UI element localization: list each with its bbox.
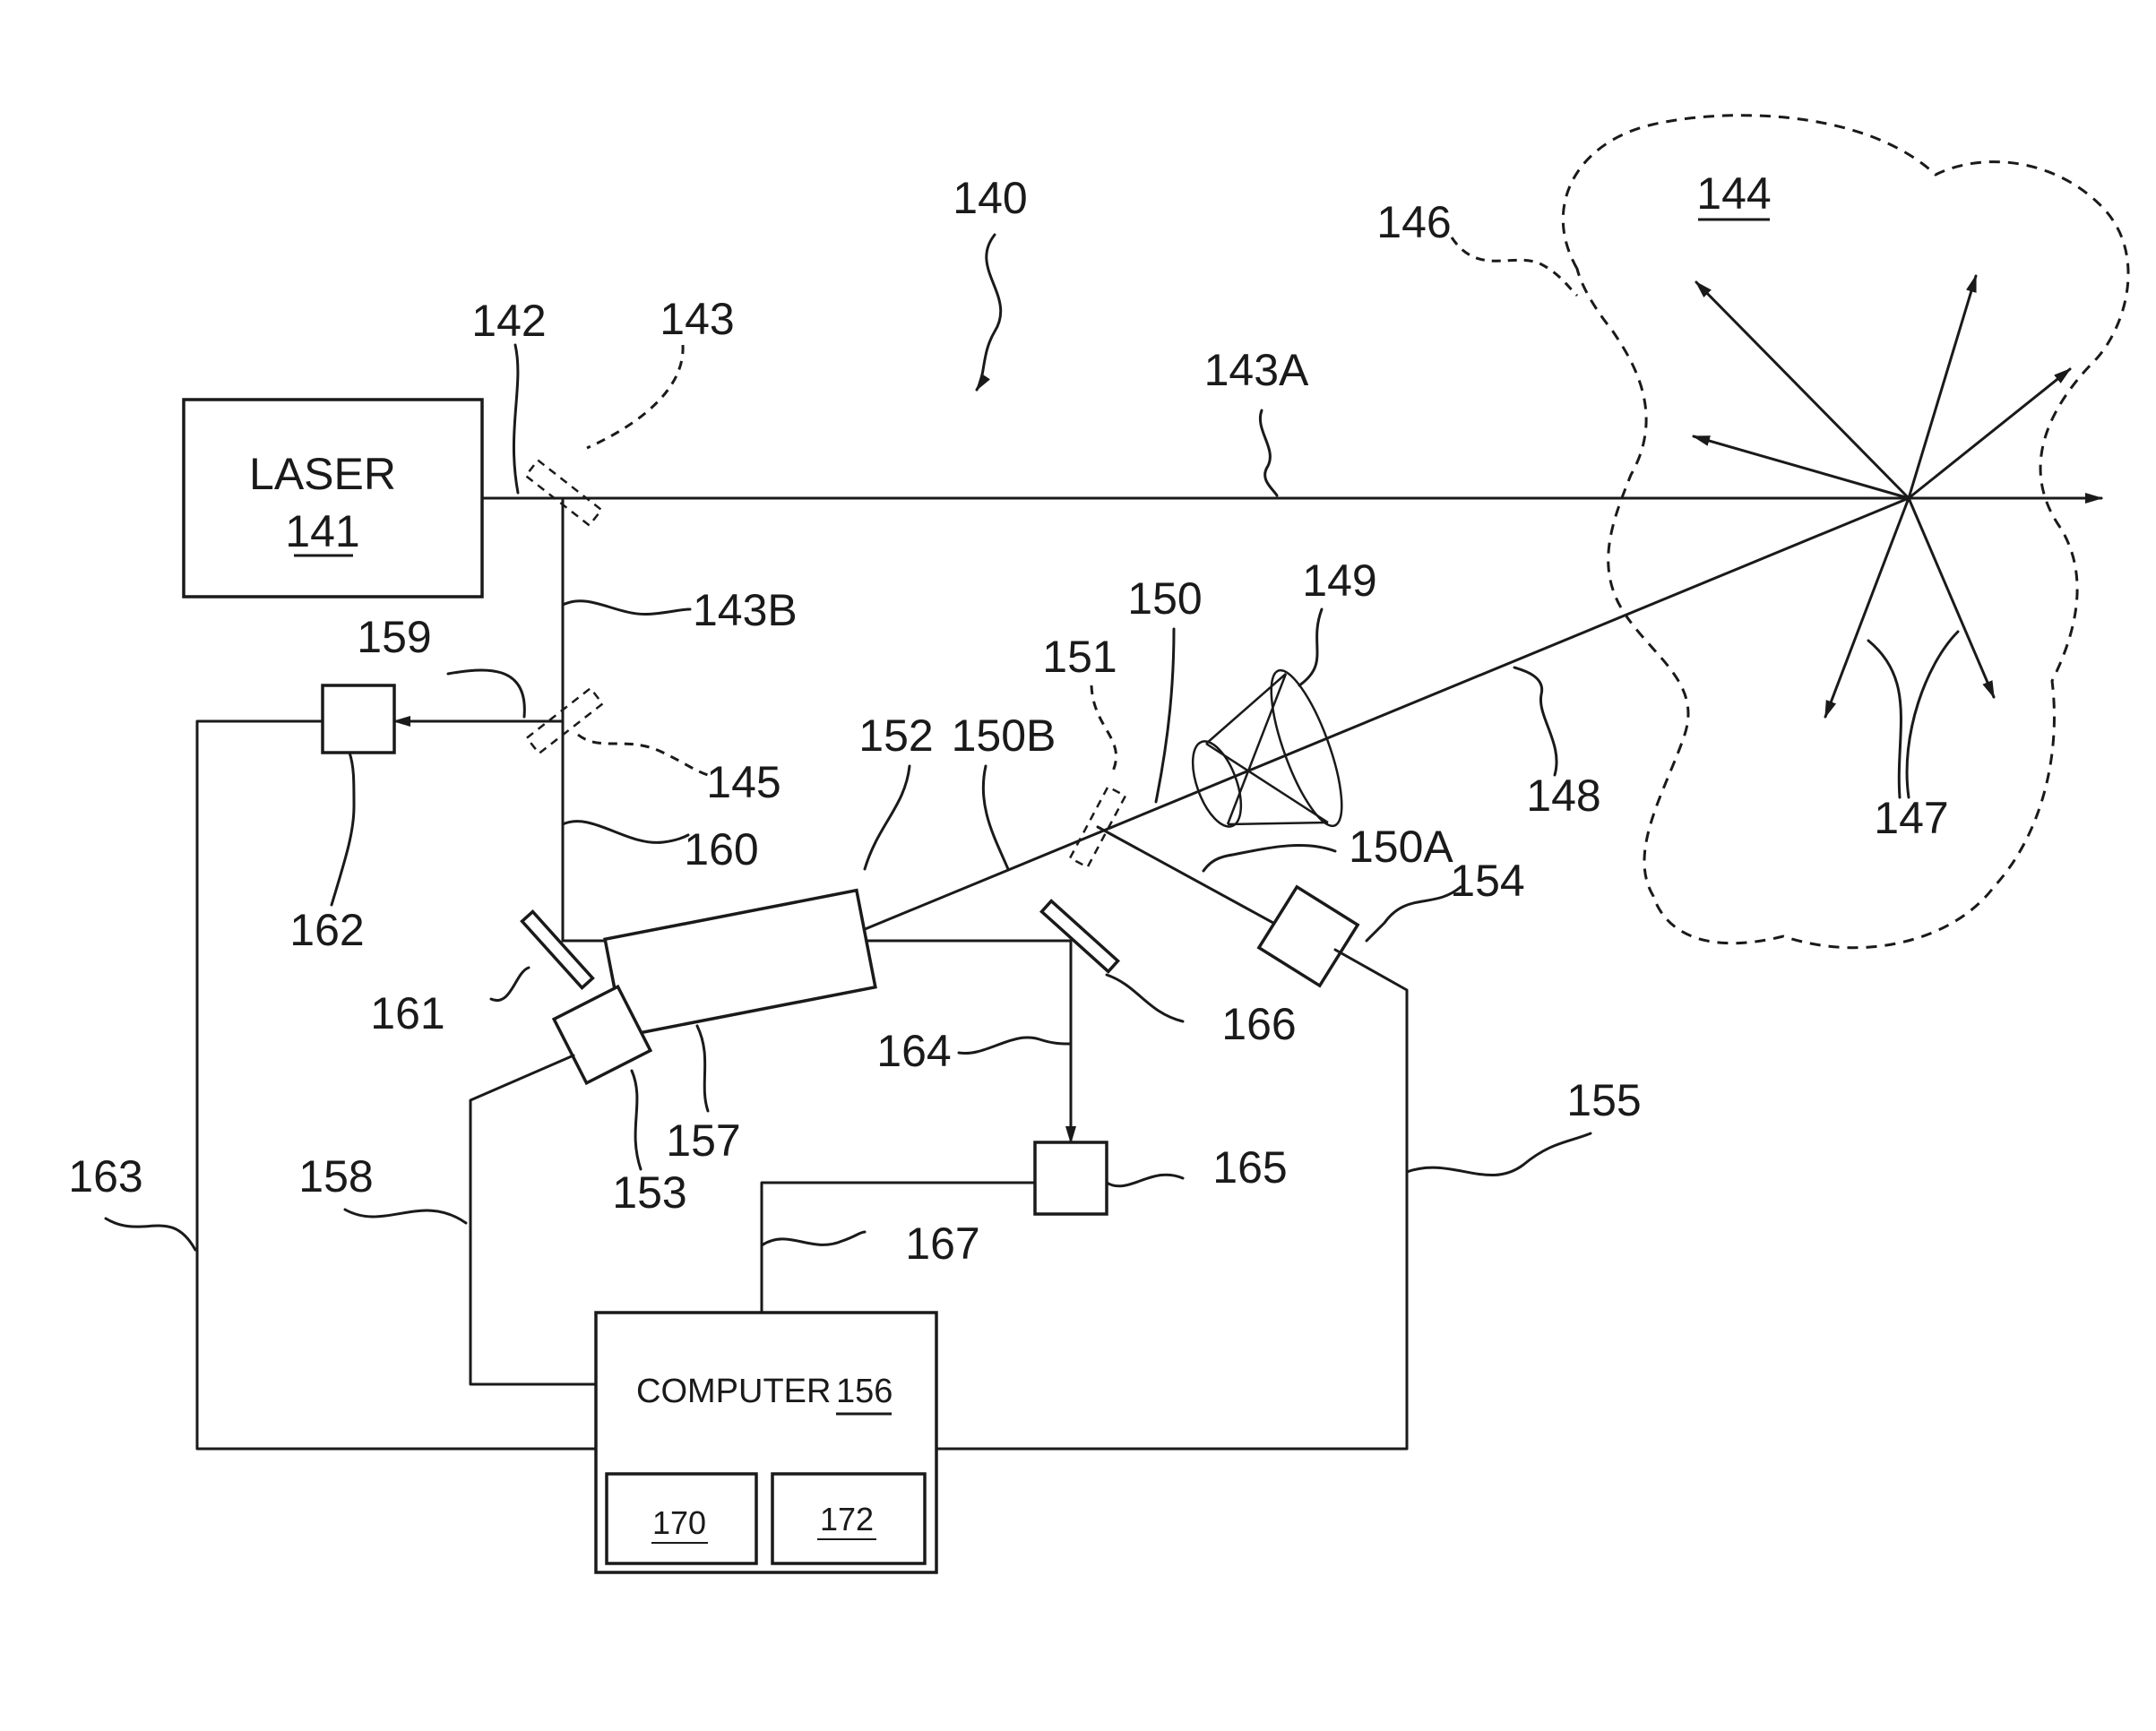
ref-146: 146 xyxy=(1376,197,1451,247)
ref-159: 159 xyxy=(357,612,431,662)
laser-number: 141 xyxy=(285,506,359,556)
laser-141: LASER 141 xyxy=(184,400,482,597)
module-172-label: 172 xyxy=(820,1501,874,1537)
ref-150B: 150B xyxy=(952,710,1056,761)
ref-165: 165 xyxy=(1212,1142,1287,1193)
laser-label: LASER xyxy=(249,449,396,499)
ref-144: 144 xyxy=(1696,168,1771,219)
ref-151: 151 xyxy=(1042,632,1117,682)
detector-162 xyxy=(323,685,394,753)
wire-158 xyxy=(470,1055,596,1384)
wire-167 xyxy=(762,1183,1035,1313)
ref-166: 166 xyxy=(1221,999,1296,1049)
lens-pair-149 xyxy=(1183,663,1356,833)
ref-163: 163 xyxy=(68,1151,142,1201)
module-170-label: 170 xyxy=(652,1504,706,1541)
ref-143: 143 xyxy=(660,294,734,344)
detector-154 xyxy=(1259,887,1358,986)
ref-150A: 150A xyxy=(1349,822,1453,872)
ref-162: 162 xyxy=(289,905,364,955)
ref-158: 158 xyxy=(298,1151,373,1201)
ref-145: 145 xyxy=(706,757,780,807)
computer-number: 156 xyxy=(836,1373,893,1410)
ref-164: 164 xyxy=(876,1026,951,1076)
ref-167: 167 xyxy=(905,1219,979,1269)
ref-157: 157 xyxy=(666,1115,740,1166)
ref-161: 161 xyxy=(370,988,444,1038)
wire-155 xyxy=(936,950,1407,1449)
scattered-light-147 xyxy=(1694,276,2070,717)
detector-165 xyxy=(1035,1142,1107,1214)
ref-155: 155 xyxy=(1566,1075,1641,1125)
ref-154: 154 xyxy=(1450,856,1524,906)
filter-152 xyxy=(605,891,875,1037)
ref-140: 140 xyxy=(953,173,1027,223)
computer-label: COMPUTER xyxy=(636,1373,831,1410)
ref-160: 160 xyxy=(684,824,758,874)
computer-156: COMPUTER 156 170 172 xyxy=(596,1313,936,1572)
ref-143B: 143B xyxy=(693,585,798,635)
ref-150: 150 xyxy=(1127,573,1202,624)
ref-153: 153 xyxy=(612,1167,686,1218)
wire-163 xyxy=(197,721,596,1449)
ref-152: 152 xyxy=(858,710,933,761)
ref-149: 149 xyxy=(1302,555,1376,606)
mirror-161 xyxy=(522,911,593,987)
ref-142: 142 xyxy=(471,296,546,346)
medium-boundary-144 xyxy=(1563,116,2128,948)
ref-143A: 143A xyxy=(1204,345,1309,395)
mirror-166 xyxy=(1041,901,1117,972)
ref-148: 148 xyxy=(1526,771,1600,821)
ref-147: 147 xyxy=(1874,793,1948,843)
beam-150A xyxy=(1098,827,1281,927)
